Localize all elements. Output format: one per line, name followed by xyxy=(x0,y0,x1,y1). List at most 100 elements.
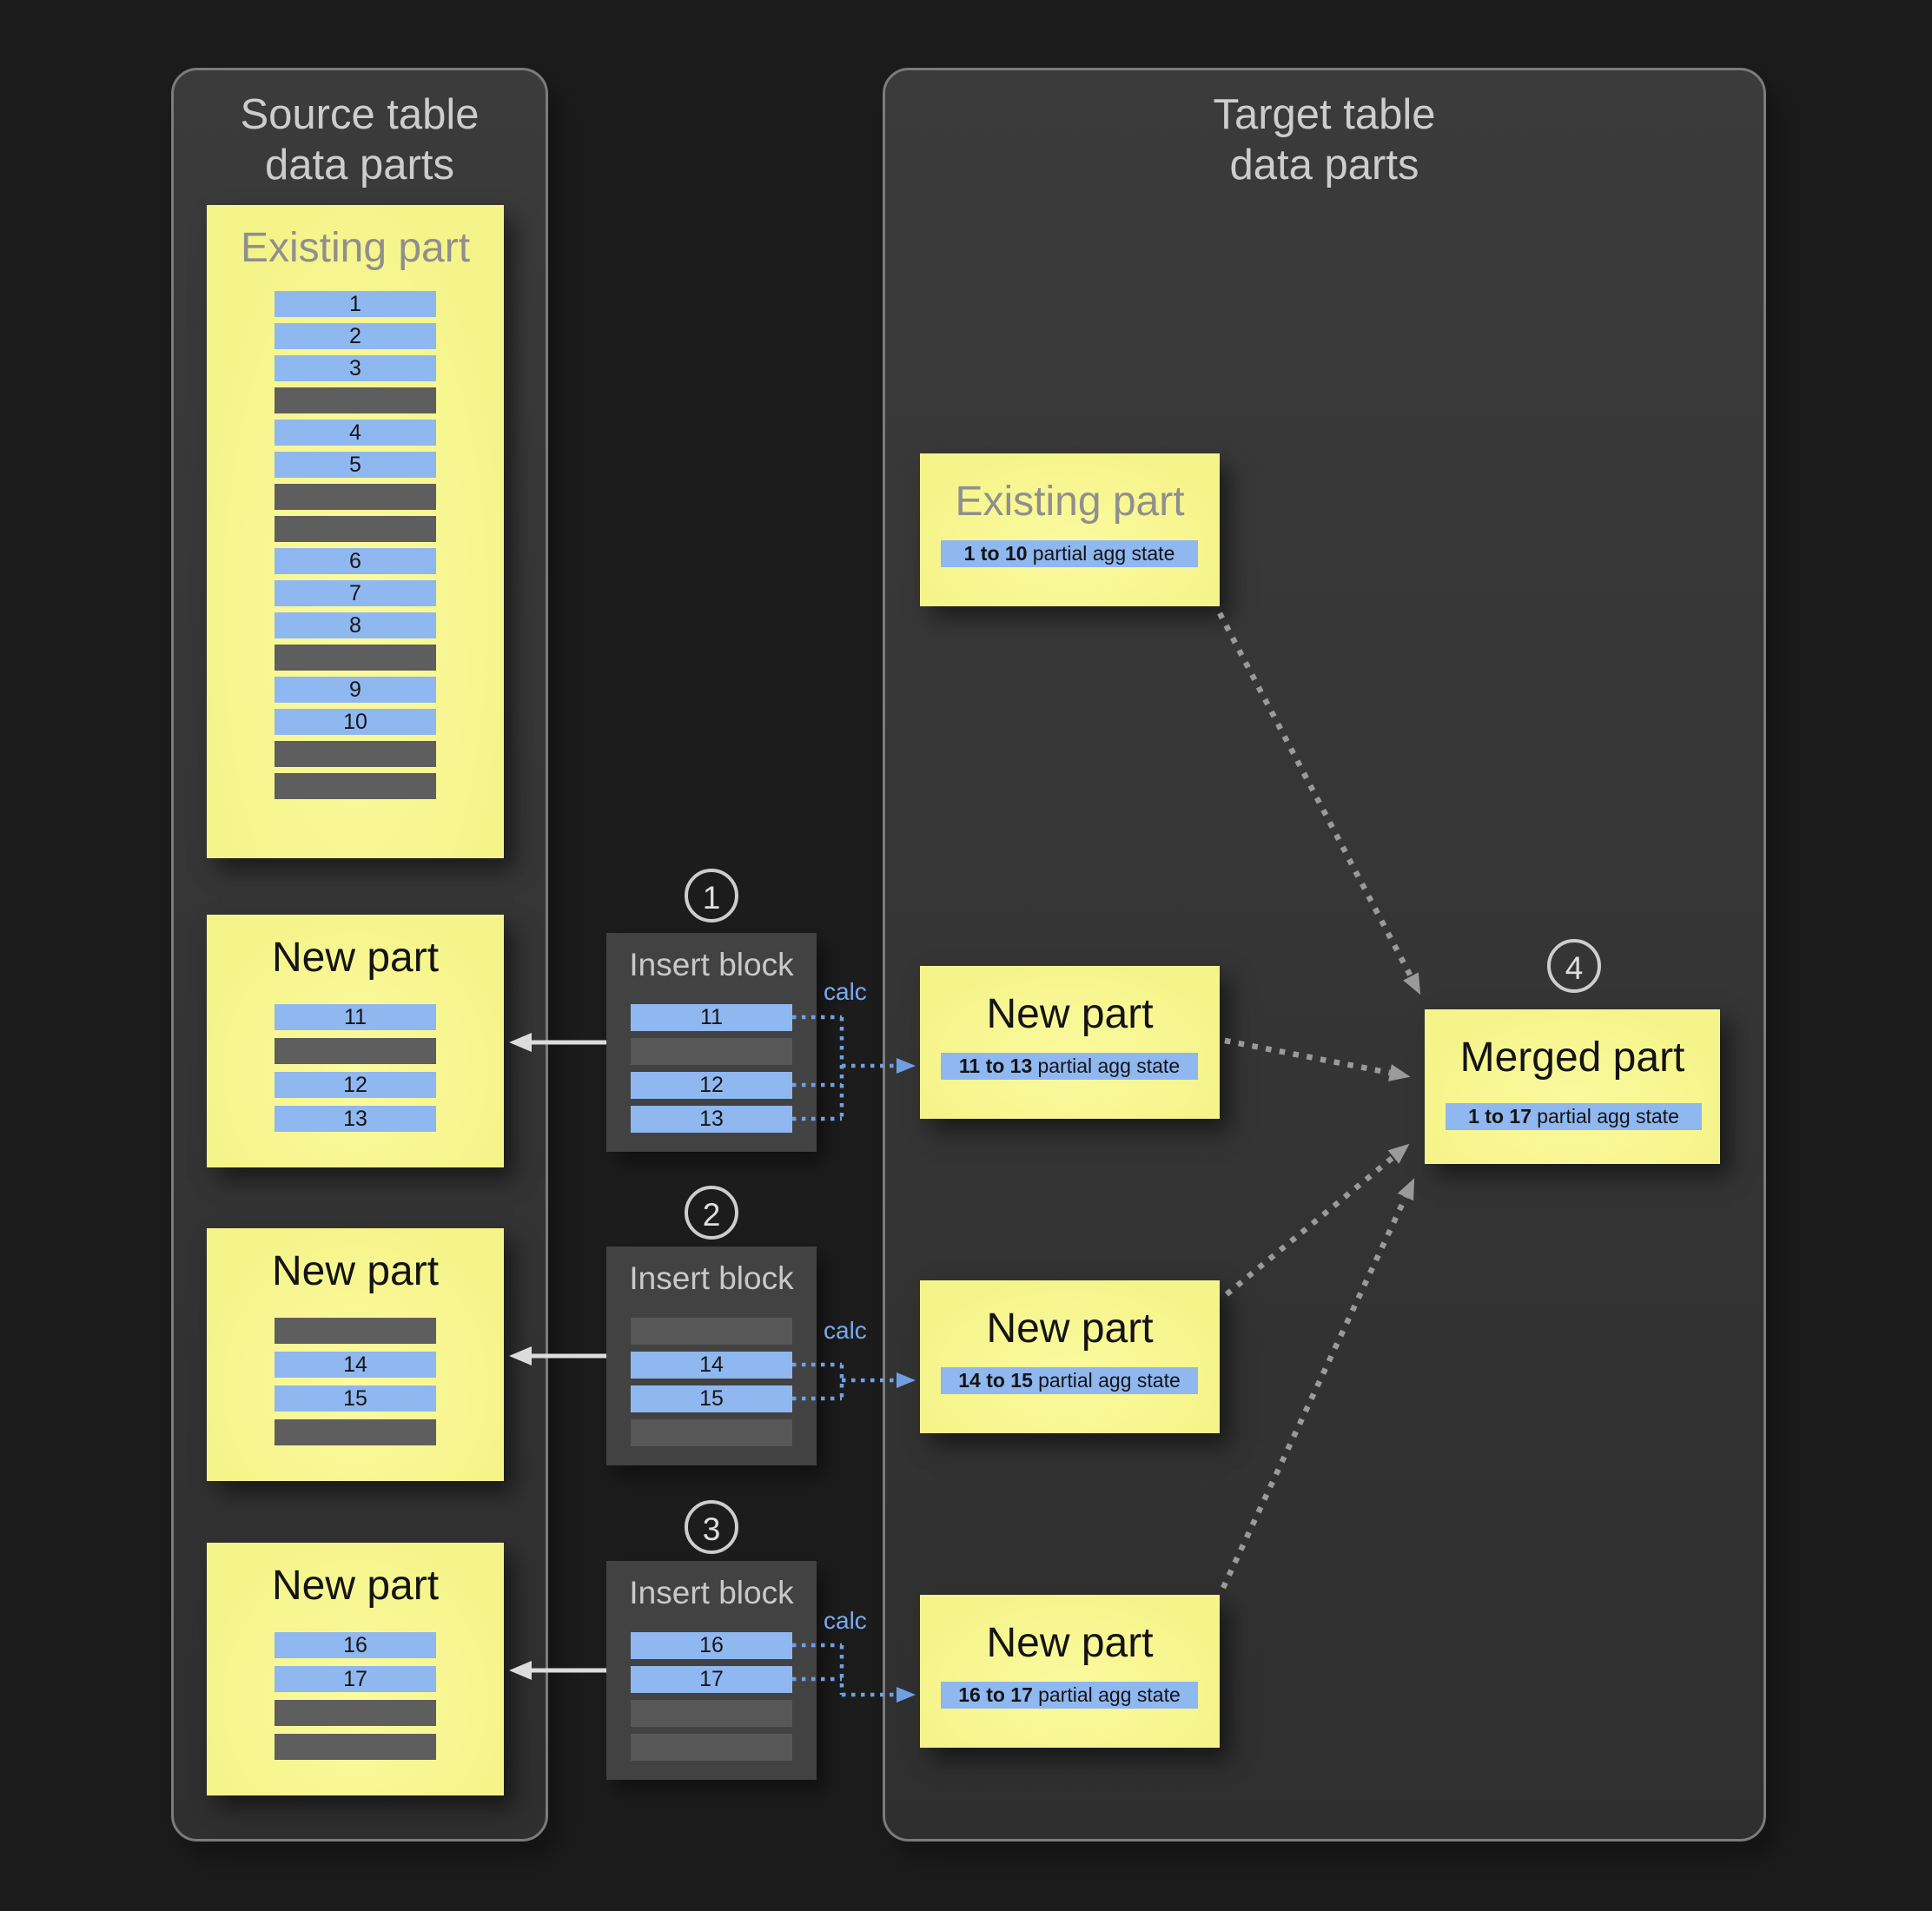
agg-range: 16 to 17 xyxy=(958,1683,1033,1706)
other-data-row xyxy=(275,741,436,767)
other-data-row xyxy=(275,1419,436,1445)
target-table-panel: Target table data parts xyxy=(883,68,1766,1842)
data-row: 11 xyxy=(631,1004,792,1031)
source-panel-title-line1: Source table xyxy=(240,91,480,138)
insert-block-1-rows: 11 12 13 xyxy=(631,1004,792,1140)
source-new-part-1: New part 11 12 13 xyxy=(207,915,504,1167)
data-row: 10 xyxy=(275,709,436,735)
data-row: 17 xyxy=(275,1666,436,1692)
calc-label-3: calc xyxy=(824,1607,867,1634)
step-2-badge: 2 xyxy=(685,1186,738,1240)
agg-label: partial agg state xyxy=(1032,542,1175,565)
other-data-row xyxy=(631,1734,792,1761)
agg-range: 11 to 13 xyxy=(958,1055,1033,1077)
agg-label: partial agg state xyxy=(1038,1369,1181,1392)
other-data-row xyxy=(631,1419,792,1446)
other-data-row xyxy=(275,387,436,413)
target-new-part-2-title: New part xyxy=(986,1306,1154,1352)
source-existing-part-rows: 1 2 3 4 5 6 7 8 9 10 xyxy=(275,291,436,805)
data-row: 16 xyxy=(631,1632,792,1659)
insert-block-1-title: Insert block xyxy=(629,947,794,982)
other-data-row xyxy=(275,1038,436,1064)
data-row: 1 xyxy=(275,291,436,317)
data-row: 13 xyxy=(275,1106,436,1132)
step-1-badge: 1 xyxy=(685,869,738,922)
data-row: 16 xyxy=(275,1632,436,1658)
other-data-row xyxy=(275,484,436,510)
source-new-part-3-title: New part xyxy=(271,1563,440,1609)
source-new-part-2-title: New part xyxy=(271,1248,440,1294)
data-row: 6 xyxy=(275,548,436,574)
source-new-part-1-rows: 11 12 13 xyxy=(275,1004,436,1140)
data-row: 15 xyxy=(631,1385,792,1412)
data-row: 5 xyxy=(275,452,436,478)
calc-label-1: calc xyxy=(824,978,867,1005)
target-panel-title-line2: data parts xyxy=(1229,142,1419,188)
data-row: 14 xyxy=(275,1352,436,1378)
data-row: 17 xyxy=(631,1666,792,1693)
data-row: 8 xyxy=(275,612,436,638)
source-panel-title: Source table data parts xyxy=(174,89,546,190)
other-data-row xyxy=(275,1318,436,1344)
insert-block-3-title: Insert block xyxy=(629,1575,794,1610)
source-existing-part-title: Existing part xyxy=(240,225,471,271)
merged-part-title: Merged part xyxy=(1459,1035,1685,1081)
data-row: 12 xyxy=(275,1072,436,1098)
data-row: 14 xyxy=(631,1352,792,1379)
other-data-row xyxy=(275,773,436,799)
data-row: 9 xyxy=(275,677,436,703)
other-data-row xyxy=(275,516,436,542)
agg-range: 1 to 17 xyxy=(1468,1105,1532,1127)
target-existing-part-title: Existing part xyxy=(955,479,1185,525)
other-data-row xyxy=(631,1038,792,1065)
data-row: 4 xyxy=(275,420,436,446)
data-row: 3 xyxy=(275,355,436,381)
source-panel-title-line2: data parts xyxy=(265,142,454,188)
other-data-row xyxy=(275,1734,436,1760)
step-4-badge: 4 xyxy=(1547,939,1601,993)
data-row: 2 xyxy=(275,323,436,349)
target-new-part-1-title: New part xyxy=(986,991,1154,1037)
insert-block-2-title: Insert block xyxy=(629,1260,794,1296)
other-data-row xyxy=(275,645,436,671)
agg-range: 1 to 10 xyxy=(963,542,1028,565)
other-data-row xyxy=(275,1700,436,1726)
data-row: 15 xyxy=(275,1385,436,1412)
other-data-row xyxy=(631,1700,792,1727)
calc-label-2: calc xyxy=(824,1317,867,1344)
data-row: 7 xyxy=(275,580,436,606)
agg-label: partial agg state xyxy=(1037,1055,1181,1077)
target-panel-title-line1: Target table xyxy=(1213,91,1436,138)
agg-label: partial agg state xyxy=(1038,1683,1181,1706)
agg-range: 14 to 15 xyxy=(958,1369,1033,1392)
data-row: 11 xyxy=(275,1004,436,1030)
other-data-row xyxy=(631,1318,792,1345)
source-new-part-1-title: New part xyxy=(271,935,440,981)
insert-block-1: Insert block 11 12 13 xyxy=(606,933,817,1152)
target-new-part-3-title: New part xyxy=(986,1620,1154,1666)
target-panel-title: Target table data parts xyxy=(885,89,1763,190)
source-existing-part: Existing part 1 2 3 4 5 6 7 8 9 10 xyxy=(207,205,504,858)
data-row: 13 xyxy=(631,1106,792,1133)
agg-label: partial agg state xyxy=(1537,1105,1679,1127)
step-3-badge: 3 xyxy=(685,1500,738,1554)
data-row: 12 xyxy=(631,1072,792,1099)
